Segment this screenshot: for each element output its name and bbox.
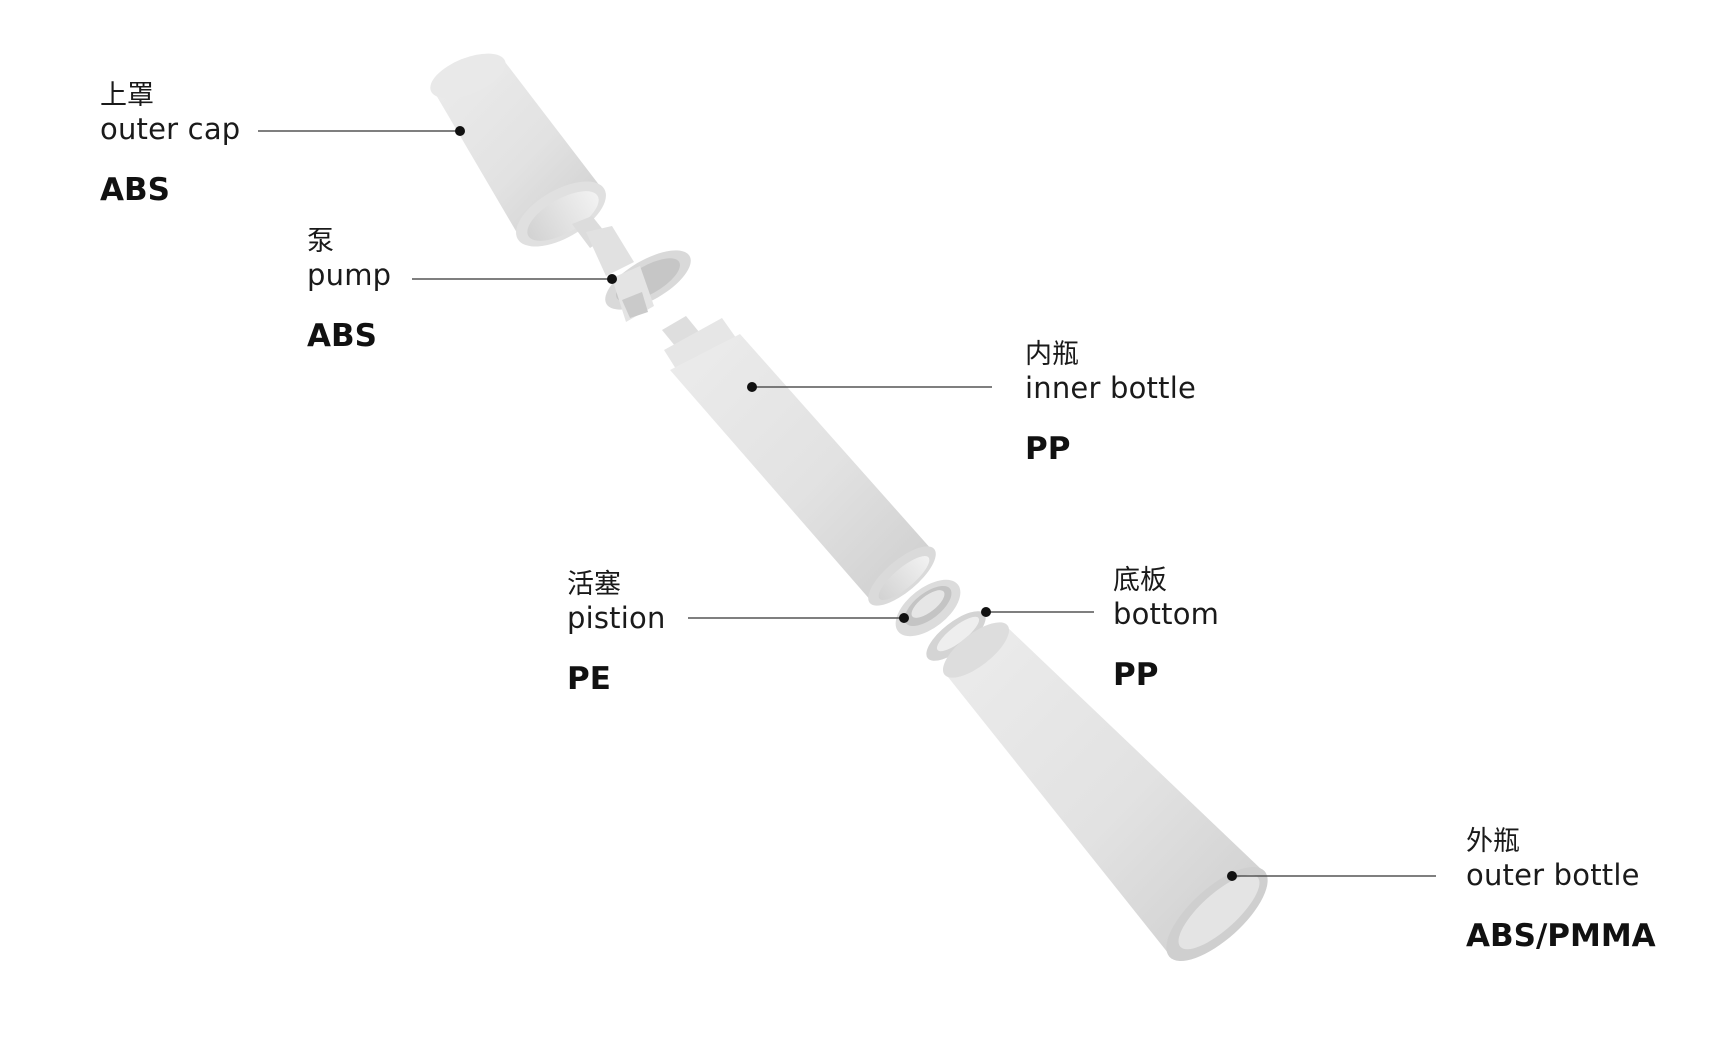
outer-cap-en: outer cap <box>100 112 241 146</box>
bottom-en: bottom <box>1113 597 1220 631</box>
anchor-outer-cap <box>455 126 465 136</box>
label-outer-cap: 上罩 outer cap ABS <box>100 80 240 208</box>
piston-shape <box>895 579 961 637</box>
label-piston: 活塞 pistion PE <box>567 569 666 697</box>
outer-bottle-shape <box>942 622 1268 961</box>
bottom-shape <box>926 611 986 661</box>
inner-bottle-zh: 内瓶 <box>1025 339 1079 370</box>
pump-zh: 泵 <box>307 226 334 257</box>
pump-en: pump <box>307 258 392 292</box>
anchor-piston <box>899 613 909 623</box>
piston-en: pistion <box>567 601 666 635</box>
label-bottom: 底板 bottom PP <box>1113 565 1219 693</box>
outer-bottle-en: outer bottle <box>1466 858 1640 892</box>
anchor-pump <box>607 274 617 284</box>
pump-material: ABS <box>307 318 377 354</box>
anchor-outer-bottle <box>1227 871 1237 881</box>
inner-bottle-material: PP <box>1025 431 1071 467</box>
bottom-material: PP <box>1113 657 1159 693</box>
anchor-inner-bottle <box>747 382 757 392</box>
outer-cap-zh: 上罩 <box>100 80 154 111</box>
outer-cap-shape <box>430 53 606 247</box>
inner-bottle-shape <box>662 316 936 606</box>
outer-bottle-zh: 外瓶 <box>1466 826 1520 857</box>
pump-shape <box>572 216 691 322</box>
label-inner-bottle: 内瓶 inner bottle PP <box>1025 339 1196 467</box>
outer-bottle-material: ABS/PMMA <box>1466 918 1656 954</box>
outer-cap-material: ABS <box>100 172 170 208</box>
inner-bottle-en: inner bottle <box>1025 371 1196 405</box>
label-pump: 泵 pump ABS <box>307 226 391 354</box>
bottom-zh: 底板 <box>1113 565 1167 596</box>
anchor-bottom <box>981 607 991 617</box>
label-outer-bottle: 外瓶 outer bottle ABS/PMMA <box>1466 826 1656 954</box>
piston-zh: 活塞 <box>567 569 621 600</box>
piston-material: PE <box>567 661 611 697</box>
